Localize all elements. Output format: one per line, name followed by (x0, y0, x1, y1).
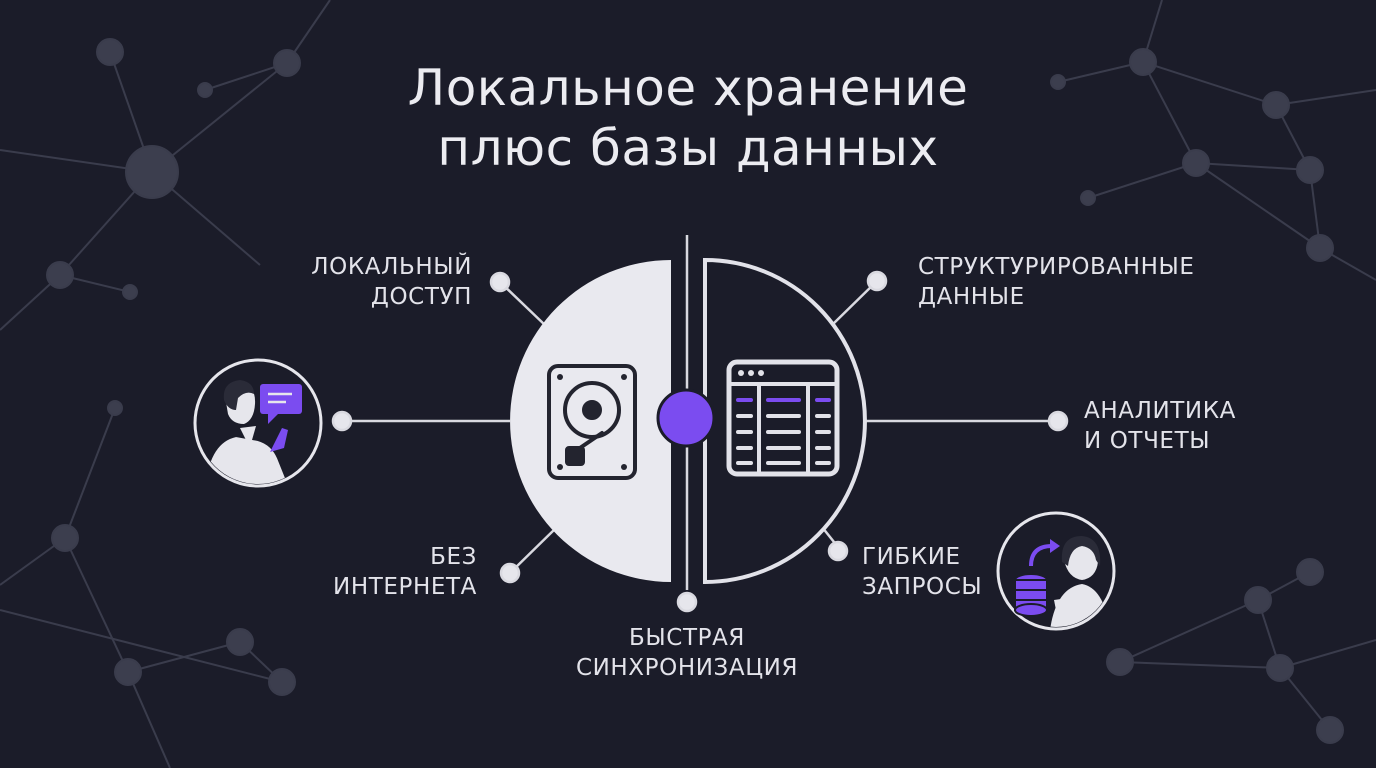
person-chat-icon (193, 358, 323, 488)
database-stack-icon (1014, 573, 1048, 617)
connector-structured (830, 280, 878, 327)
right-half-disc (703, 257, 867, 585)
connector-dot-queries (827, 540, 849, 562)
label-fast-sync: БЫСТРАЯ СИНХРОНИЗАЦИЯ (575, 625, 799, 681)
connector-dot-analytics (1047, 410, 1069, 432)
local-storage-half (510, 260, 671, 582)
hard-drive-icon (547, 364, 637, 480)
title-line-2: плюс базы данных (437, 119, 939, 177)
connector-dot-local-access (489, 271, 511, 293)
title-line-1: Локальное хранение (407, 59, 969, 117)
database-half (703, 257, 867, 585)
connector-local-access (499, 281, 547, 327)
label-analytics: АНАЛИТИКА И ОТЧЕТЫ (1084, 398, 1236, 454)
page-title: Локальное хранение плюс базы данных (0, 58, 1376, 178)
sync-center-node (656, 388, 716, 448)
person-database-icon (996, 511, 1116, 631)
connector-dot-fast-sync (676, 591, 698, 613)
label-local-access: ЛОКАЛЬНЫЙ ДОСТУП (311, 254, 472, 310)
label-structured-data: СТРУКТУРИРОВАННЫЕ ДАННЫЕ (918, 254, 1195, 310)
label-offline: БЕЗ ИНТЕРНЕТА (333, 544, 477, 600)
connector-dot-structured (866, 270, 888, 292)
left-half-disc (510, 260, 671, 582)
label-flexible-queries: ГИБКИЕ ЗАПРОСЫ (862, 544, 983, 600)
database-table-icon (726, 359, 840, 477)
connector-dot-left-person (331, 410, 353, 432)
connector-offline (509, 526, 558, 574)
connector-dot-offline (499, 562, 521, 584)
